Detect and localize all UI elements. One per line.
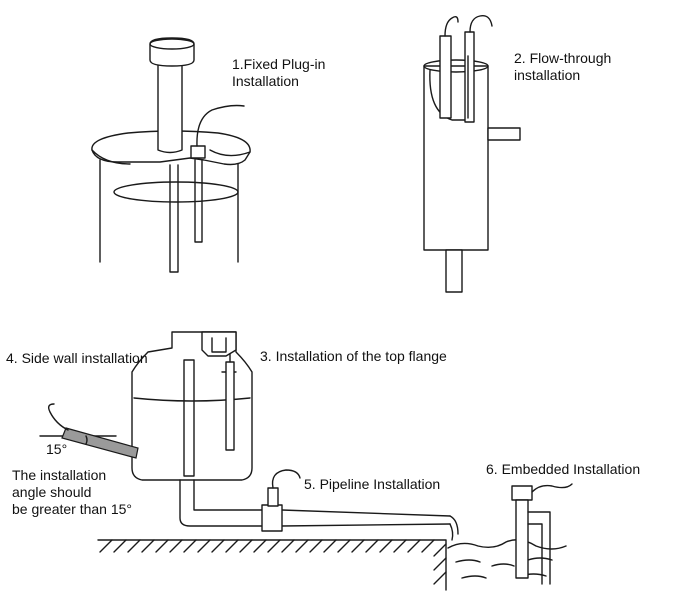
liquid-level — [113, 181, 239, 203]
bracket-pipe — [527, 511, 551, 585]
pipe-upper — [193, 479, 263, 511]
probe-a-cable — [444, 15, 459, 37]
pipeline-sensor — [267, 487, 279, 507]
tank-body — [131, 331, 253, 481]
side-wall-cable — [47, 403, 69, 431]
top-flange-probe — [225, 361, 235, 451]
probe-b — [464, 31, 475, 123]
embedded-sensor-rod — [515, 499, 529, 579]
sensor-cable — [196, 104, 245, 147]
ground — [97, 539, 447, 591]
outlet-pipe — [487, 127, 521, 141]
pipe-lower — [179, 479, 263, 527]
water-surface — [447, 539, 567, 550]
rod-left — [169, 164, 179, 273]
sensor-rod — [194, 159, 203, 243]
label-top-flange: 3. Installation of the top flange — [260, 348, 447, 364]
label-embedded: 6. Embedded Installation — [486, 461, 641, 477]
center-tube — [157, 61, 183, 154]
sensor-head — [190, 145, 206, 159]
tank-inner-rod — [183, 359, 195, 477]
label-angle-note-line3: be greater than 15° — [12, 501, 133, 517]
pipeline-fitting — [261, 504, 283, 532]
label-angle-note-line2: angle should — [12, 484, 92, 500]
tank-liquid-level — [133, 397, 251, 402]
ground-line — [97, 539, 447, 591]
label-angle: 15° — [46, 441, 68, 457]
probe-a — [439, 35, 452, 119]
side-wall-figure — [39, 403, 139, 459]
embedded-figure — [447, 483, 573, 585]
label-angle-note-line1: The installation — [12, 467, 107, 483]
flow-through-figure — [423, 15, 521, 293]
flange-notch — [209, 149, 251, 157]
ground-hatch — [99, 539, 435, 553]
label-fixed-plugin-line2: Installation — [232, 73, 299, 89]
tube-cap — [149, 37, 195, 67]
wall-hatch — [433, 543, 447, 585]
probe-b-cable — [469, 15, 493, 33]
label-pipeline: 5. Pipeline Installation — [304, 476, 441, 492]
fixed-plugin-figure — [91, 37, 251, 273]
label-flow-through: 2. Flow-through — [514, 50, 612, 66]
pipeline-sensor-cable — [271, 469, 301, 489]
label-fixed-plugin: 1.Fixed Plug-in — [232, 56, 326, 72]
tank-figure — [131, 331, 459, 541]
flow-cell-inner — [429, 69, 469, 121]
embedded-sensor-head — [511, 485, 533, 501]
label-side-wall: 4. Side wall installation — [6, 350, 148, 366]
embedded-sensor-cable — [531, 483, 573, 493]
flange-edge — [91, 149, 131, 165]
flow-cell-body — [423, 65, 489, 251]
side-wall-probe — [61, 427, 139, 459]
top-flange-collar — [201, 331, 237, 357]
inlet-pipe — [445, 249, 463, 293]
label-flow-through-line2: installation — [514, 67, 581, 83]
